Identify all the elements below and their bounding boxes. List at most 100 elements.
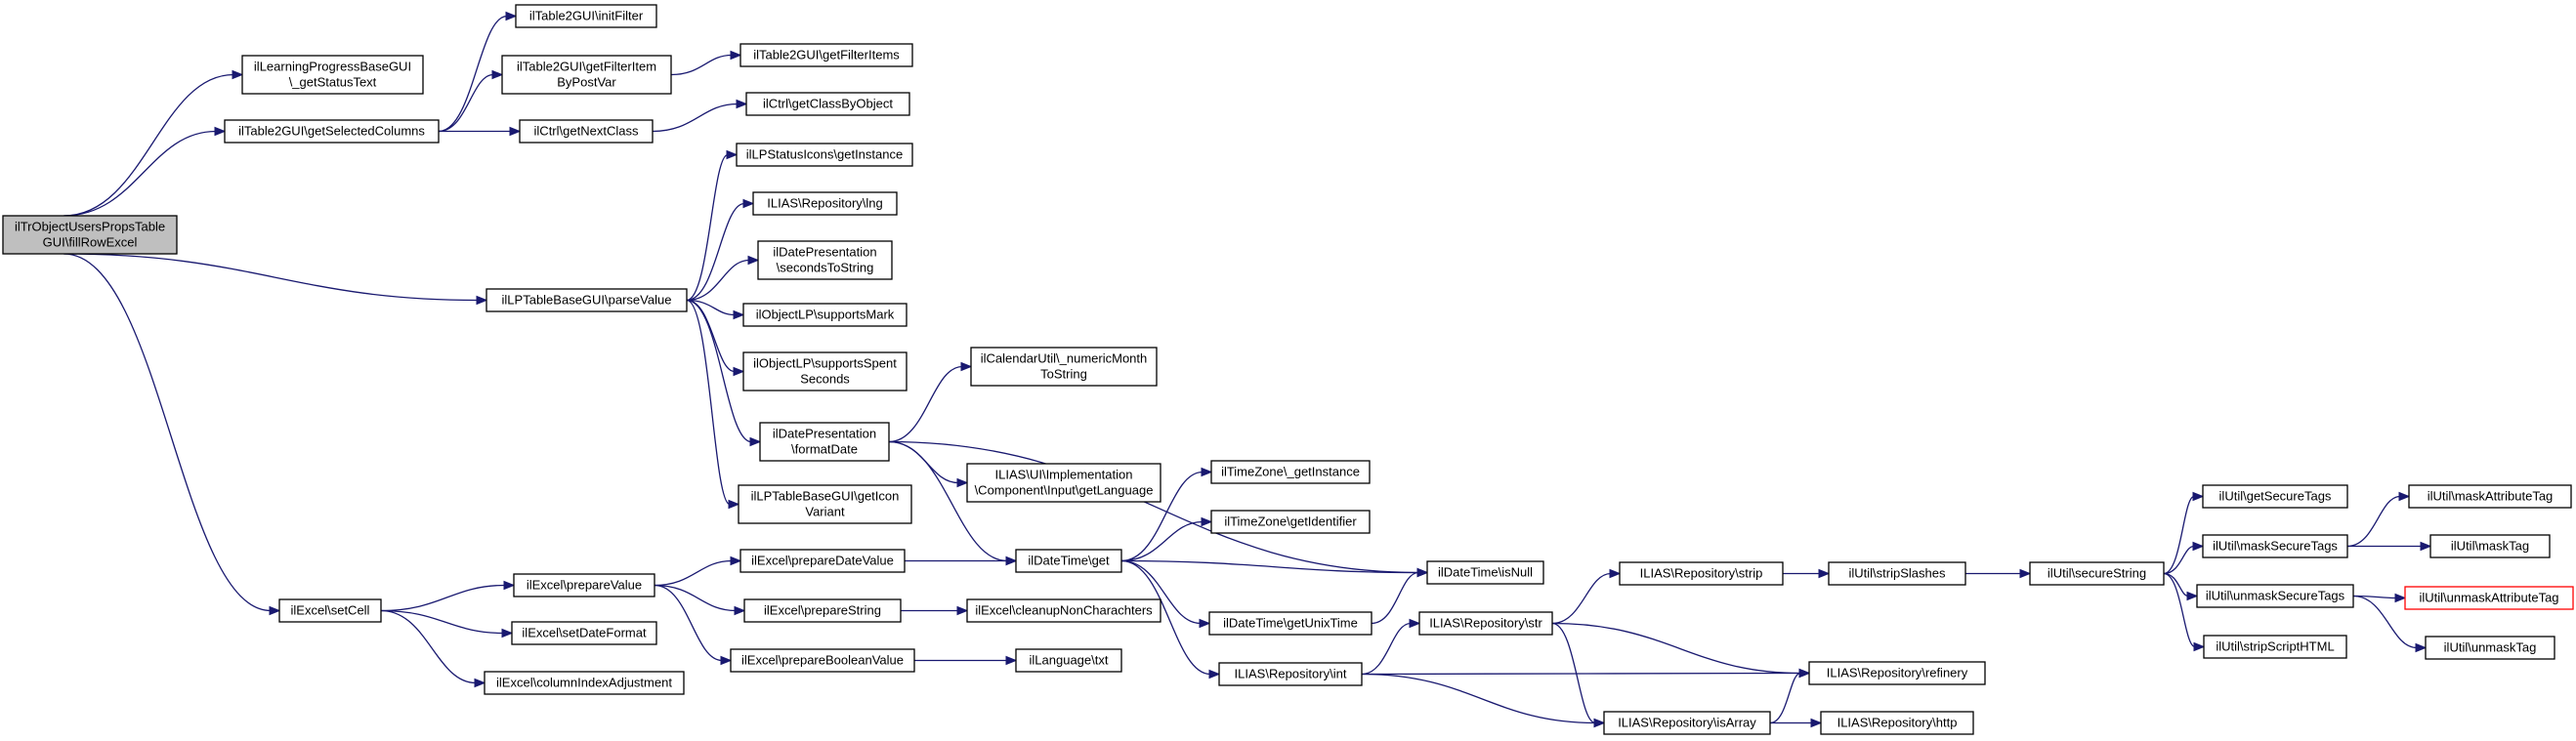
- node-box: [1828, 561, 1966, 586]
- node-ilias-repository-lng[interactable]: ILIAS\Repository\lng: [752, 191, 898, 216]
- node-ilutil-getsecuretags[interactable]: ilUtil\getSecureTags: [2202, 484, 2348, 509]
- edge-striplashes-to-securestr: [1965, 568, 2032, 579]
- edge-arrowhead: [1005, 655, 1018, 666]
- node-illearningprogressbasegui-getstatustext[interactable]: ilLearningProgressBaseGUI\_getStatusText: [241, 55, 424, 95]
- node-iltable2gui-initfilter[interactable]: ilTable2GUI\initFilter: [515, 4, 657, 28]
- node-box: [2203, 635, 2347, 659]
- node-label: ilLPTableBaseGUI\getIcon: [751, 489, 900, 504]
- node-ilutil-maskattributetag[interactable]: ilUtil\maskAttributeTag: [2408, 484, 2572, 509]
- node-ilutil-stripslashes[interactable]: ilUtil\stripSlashes: [1828, 561, 1966, 586]
- node-ilexcel-preparebooleanvalue[interactable]: ilExcel\prepareBooleanValue: [730, 648, 915, 673]
- node-box: [1015, 549, 1122, 573]
- node-ildatetime-getunixtime[interactable]: ilDateTime\getUnixTime: [1208, 611, 1372, 636]
- node-ilctrl-getclassbyobject[interactable]: ilCtrl\getClassByObject: [745, 92, 910, 116]
- node-ildatepresentation-secondstostring[interactable]: ilDatePresentation\secondsToString: [757, 240, 893, 280]
- edge-root-to-selcols: [63, 126, 227, 217]
- node-box: [752, 191, 898, 216]
- node-ilexcel-setdateformat[interactable]: ilExcel\setDateFormat: [511, 621, 657, 645]
- node-iltable2gui-getfilteritems[interactable]: ilTable2GUI\getFilterItems: [739, 43, 913, 67]
- node-ilexcel-columnindexadjustment[interactable]: ilExcel\columnIndexAdjustment: [484, 671, 685, 695]
- node-ildatetime-get[interactable]: ilDateTime\get: [1015, 549, 1122, 573]
- node-iltimezone-getidentifier[interactable]: ilTimeZone\getIdentifier: [1210, 510, 1371, 534]
- node-ilexcel-cleanupnoncharachters[interactable]: ilExcel\cleanupNonCharachters: [966, 598, 1161, 623]
- node-ilexcel-preparedatevalue[interactable]: ilExcel\prepareDateValue: [739, 549, 906, 573]
- node-ilobjectlp-supportsmark[interactable]: ilObjectLP\supportsMark: [742, 303, 908, 327]
- node-label: ilTable2GUI\getSelectedColumns: [238, 124, 425, 139]
- edge-dtget-to-tzinstance: [1120, 467, 1213, 562]
- node-ildatepresentation-formatdate[interactable]: ilDatePresentation\formatDate: [759, 422, 890, 462]
- node-ilutil-unmasksecuretags[interactable]: ilUtil\unmaskSecureTags: [2196, 584, 2354, 608]
- node-ilias-repository-int[interactable]: ILIAS\Repository\int: [1218, 662, 1363, 686]
- edge-line: [1361, 622, 1412, 676]
- edge-repint-to-refinery: [1361, 668, 1811, 679]
- node-box: [742, 351, 908, 391]
- node-ilias-repository-http[interactable]: ILIAS\Repository\http: [1820, 711, 1974, 735]
- node-ilctrl-getnextclass[interactable]: ilCtrl\getNextClass: [519, 119, 654, 144]
- node-box: [745, 92, 910, 116]
- edge-parsevalue-to-formatdate: [686, 299, 762, 447]
- node-box: [501, 55, 672, 95]
- edge-arrowhead: [1201, 467, 1213, 477]
- edge-arrowhead: [2186, 591, 2199, 601]
- edge-arrowhead: [742, 198, 755, 209]
- edge-line: [686, 299, 731, 506]
- node-ilexcel-preparevalue[interactable]: ilExcel\prepareValue: [513, 573, 655, 597]
- node-ilias-repository-strip[interactable]: ILIAS\Repository\strip: [1619, 561, 1784, 586]
- node-label: ILIAS\UI\Implementation: [995, 468, 1133, 482]
- node-ilutil-unmasktag[interactable]: ilUtil\unmaskTag: [2425, 636, 2555, 660]
- edge-arrowhead: [503, 580, 516, 591]
- node-iltable2gui-getselectedcolumns[interactable]: ilTable2GUI\getSelectedColumns: [224, 119, 440, 144]
- node-iltrobjectuserspropstable-gui-fillrowexcel[interactable]: ilTrObjectUsersPropsTableGUI\fillRowExce…: [2, 215, 178, 255]
- node-ilias-repository-isarray[interactable]: ILIAS\Repository\isArray: [1603, 711, 1771, 735]
- node-illanguage-txt[interactable]: ilLanguage\txt: [1015, 648, 1122, 673]
- node-box: [1426, 560, 1544, 585]
- edge-arrowhead: [505, 11, 518, 21]
- node-box: [2202, 484, 2348, 509]
- node-ilias-repository-refinery[interactable]: ILIAS\Repository\refinery: [1808, 661, 1986, 685]
- node-ilutil-securestring[interactable]: ilUtil\secureString: [2029, 561, 2165, 586]
- node-iltimezone-getinstance[interactable]: ilTimeZone\_getInstance: [1210, 460, 1371, 484]
- edge-filteritem-to-filteritems: [670, 50, 742, 76]
- node-ilutil-masktag[interactable]: ilUtil\maskTag: [2429, 534, 2551, 558]
- node-box: [742, 303, 908, 327]
- edge-arrowhead: [232, 69, 244, 80]
- node-illpstatusicons-getinstance[interactable]: ilLPStatusIcons\getInstance: [736, 143, 913, 167]
- edge-line: [2163, 572, 2196, 648]
- edge-dtget-to-repint: [1120, 559, 1221, 679]
- node-ilias-ui-implementation-component-input-getlanguage[interactable]: ILIAS\UI\Implementation\Component\Input\…: [966, 463, 1161, 503]
- node-box: [1015, 648, 1122, 673]
- edge-arrowhead: [269, 605, 281, 616]
- edge-arrowhead: [733, 309, 745, 320]
- node-ilutil-stripscripthtml[interactable]: ilUtil\stripScriptHTML: [2203, 635, 2347, 659]
- edge-line: [686, 299, 736, 316]
- node-box: [511, 621, 657, 645]
- edge-line: [654, 584, 737, 612]
- edge-selcols-to-filteritem: [438, 69, 504, 133]
- node-label: ilExcel\setDateFormat: [522, 626, 647, 640]
- edge-line: [1371, 571, 1419, 625]
- edge-unmasksecure-to-unmasktag: [2352, 595, 2428, 653]
- node-label: ilDatePresentation: [773, 427, 876, 441]
- edge-line: [1120, 520, 1204, 562]
- node-box: [1210, 510, 1371, 534]
- edge-arrowhead: [1409, 618, 1421, 629]
- node-box: [2404, 586, 2574, 610]
- edge-arrowhead: [956, 477, 969, 488]
- node-ilexcel-setcell[interactable]: ilExcel\setCell: [278, 598, 382, 623]
- node-ilias-repository-str[interactable]: ILIAS\Repository\str: [1418, 611, 1553, 636]
- node-ilexcel-preparestring[interactable]: ilExcel\prepareString: [743, 598, 902, 623]
- node-box: [515, 4, 657, 28]
- edge-arrowhead: [734, 605, 746, 616]
- node-ilutil-masksecuretags[interactable]: ilUtil\maskSecureTags: [2202, 534, 2348, 558]
- node-ildatetime-isnull[interactable]: ilDateTime\isNull: [1426, 560, 1544, 585]
- edge-parsevalue-to-replng: [686, 198, 755, 302]
- edge-arrowhead: [956, 605, 969, 616]
- edge-arrowhead: [730, 50, 742, 61]
- edge-arrowhead: [2398, 491, 2411, 502]
- node-ilutil-unmaskattributetag[interactable]: ilUtil\unmaskAttributeTag: [2404, 586, 2574, 610]
- node-illptablebasegui-parsevalue[interactable]: ilLPTableBaseGUI\parseValue: [486, 288, 688, 312]
